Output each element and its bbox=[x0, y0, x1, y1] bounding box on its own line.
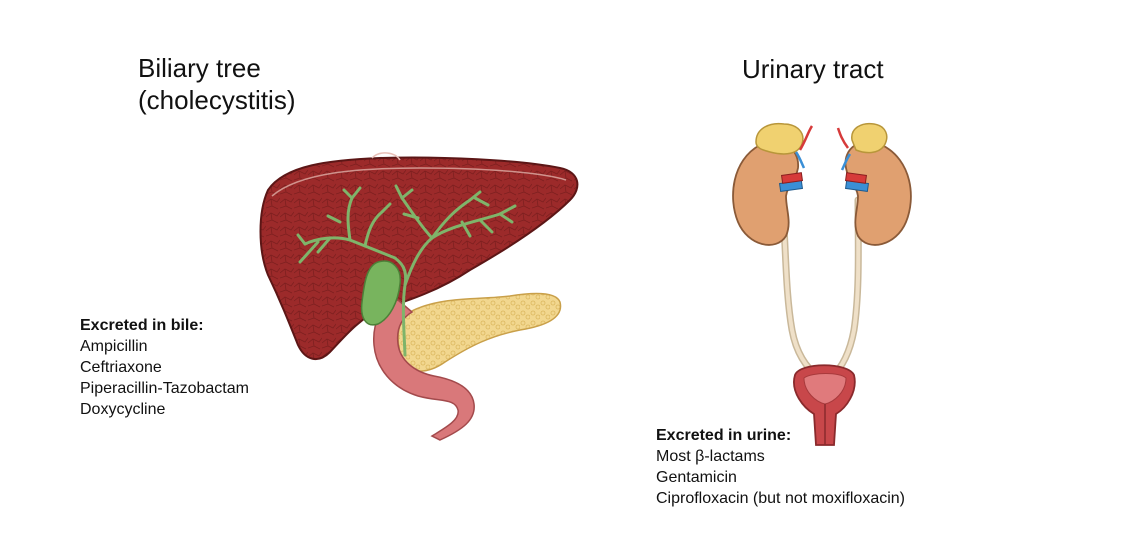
urinary-illustration bbox=[732, 122, 912, 446]
right-kidney bbox=[844, 140, 912, 246]
urinary-tract-title: Urinary tract bbox=[742, 54, 884, 84]
biliary-tree-title: Biliary tree (cholecystitis) bbox=[138, 52, 438, 116]
left-adrenal bbox=[755, 122, 804, 155]
bile-excretion-list: Excreted in bile: Ampicillin Ceftriaxone… bbox=[80, 315, 380, 420]
right-adrenal bbox=[851, 122, 888, 154]
left-kidney bbox=[732, 140, 799, 246]
pancreas bbox=[397, 292, 562, 372]
bile-drug-item: Doxycycline bbox=[80, 401, 166, 418]
biliary-title-line2: (cholecystitis) bbox=[138, 85, 296, 115]
liver-illustration bbox=[259, 152, 579, 441]
biliary-title-line1: Biliary tree bbox=[138, 53, 261, 83]
bile-drug-item: Ceftriaxone bbox=[80, 359, 162, 376]
bile-drug-item: Piperacillin-Tazobactam bbox=[80, 380, 249, 397]
urine-drug-item: Gentamicin bbox=[656, 469, 737, 486]
right-ureter bbox=[828, 196, 862, 380]
liver bbox=[259, 156, 579, 361]
urine-drug-item: Ciprofloxacin (but not moxifloxacin) bbox=[656, 490, 905, 507]
urine-drug-item: Most β-lactams bbox=[656, 448, 765, 465]
urine-excretion-heading: Excreted in urine: bbox=[656, 427, 792, 444]
bile-ducts bbox=[296, 184, 517, 357]
urine-excretion-list: Excreted in urine: Most β-lactams Gentam… bbox=[656, 425, 976, 509]
renal-vessels bbox=[778, 125, 870, 193]
bile-drug-item: Ampicillin bbox=[80, 338, 148, 355]
gallbladder bbox=[360, 260, 401, 326]
bile-excretion-heading: Excreted in bile: bbox=[80, 317, 204, 334]
